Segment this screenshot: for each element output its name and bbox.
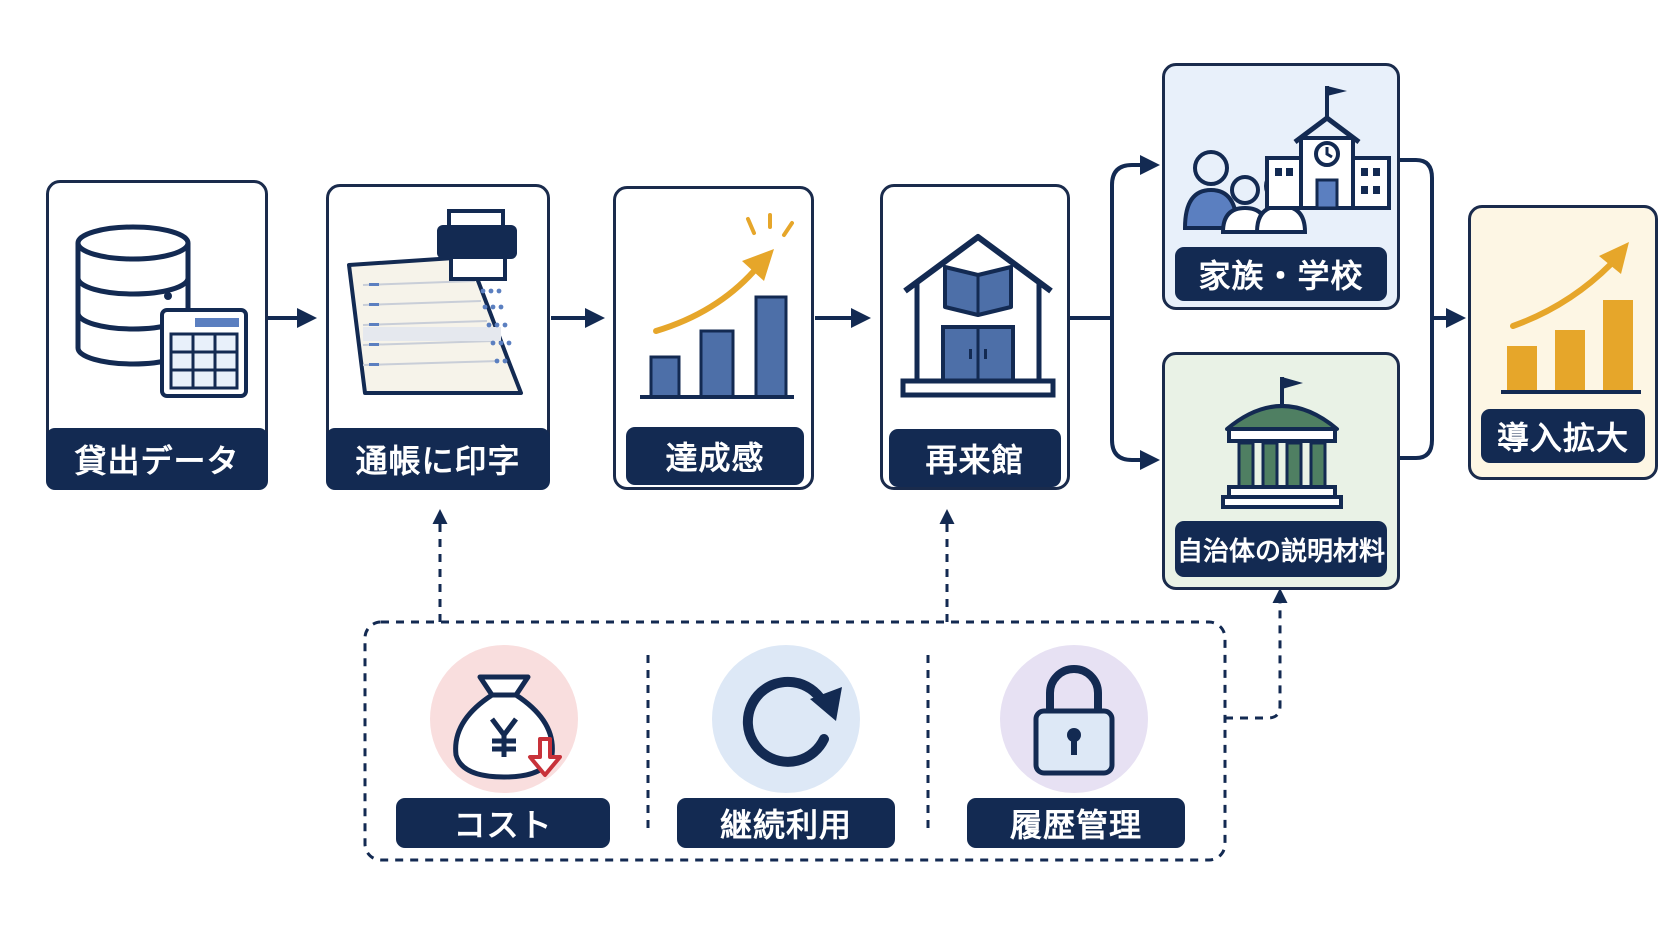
arrow-revisit-to-municipality — [1110, 318, 1160, 470]
dashed-connectors — [363, 509, 1288, 862]
family-icon — [1182, 150, 1308, 234]
growth-chart-icon — [640, 213, 794, 399]
adoption-growth-box: 導入拡大 — [1468, 205, 1658, 480]
adoption-growth-label: 導入拡大 — [1481, 409, 1645, 463]
cost-label: コスト — [396, 798, 610, 848]
municipality-material-box: 自治体の説明材料 — [1162, 352, 1400, 590]
continued-use-icon-circle — [712, 645, 860, 793]
city-hall-icon — [1221, 377, 1343, 509]
arrow-revisit-to-family — [1070, 155, 1160, 320]
down-arrow-icon — [528, 737, 562, 777]
passbook-print-label: 通帳に印字 — [326, 428, 550, 490]
continued-use-label: 継続利用 — [677, 798, 895, 848]
merge-family — [1400, 158, 1434, 318]
merge-municipality — [1400, 318, 1434, 460]
municipality-material-label: 自治体の説明材料 — [1175, 521, 1387, 577]
table-icon — [160, 308, 248, 398]
lock-icon — [1033, 665, 1115, 776]
library-building-icon — [900, 234, 1056, 398]
lending-data-label: 貸出データ — [46, 428, 268, 490]
growth-chart-icon — [1501, 242, 1641, 394]
lending-data-box: 貸出データ — [46, 180, 268, 490]
revisit-box: 再来館 — [880, 184, 1070, 490]
solid-connectors — [268, 155, 1466, 470]
family-school-box: 家族・学校 — [1162, 63, 1400, 310]
refresh-icon — [742, 676, 842, 767]
passbook-print-box: 通帳に印字 — [326, 184, 550, 490]
history-label: 履歴管理 — [967, 798, 1185, 848]
passbook-printer-icon — [347, 209, 523, 395]
family-school-label: 家族・学校 — [1175, 247, 1387, 301]
revisit-label: 再来館 — [889, 429, 1061, 487]
achievement-label: 達成感 — [626, 427, 804, 485]
dashed-arrow-to-municipality — [1225, 588, 1288, 720]
history-icon-circle — [1000, 645, 1148, 793]
achievement-box: 達成感 — [613, 186, 814, 490]
school-icon — [1265, 86, 1391, 210]
cost-icon-circle — [430, 645, 578, 793]
